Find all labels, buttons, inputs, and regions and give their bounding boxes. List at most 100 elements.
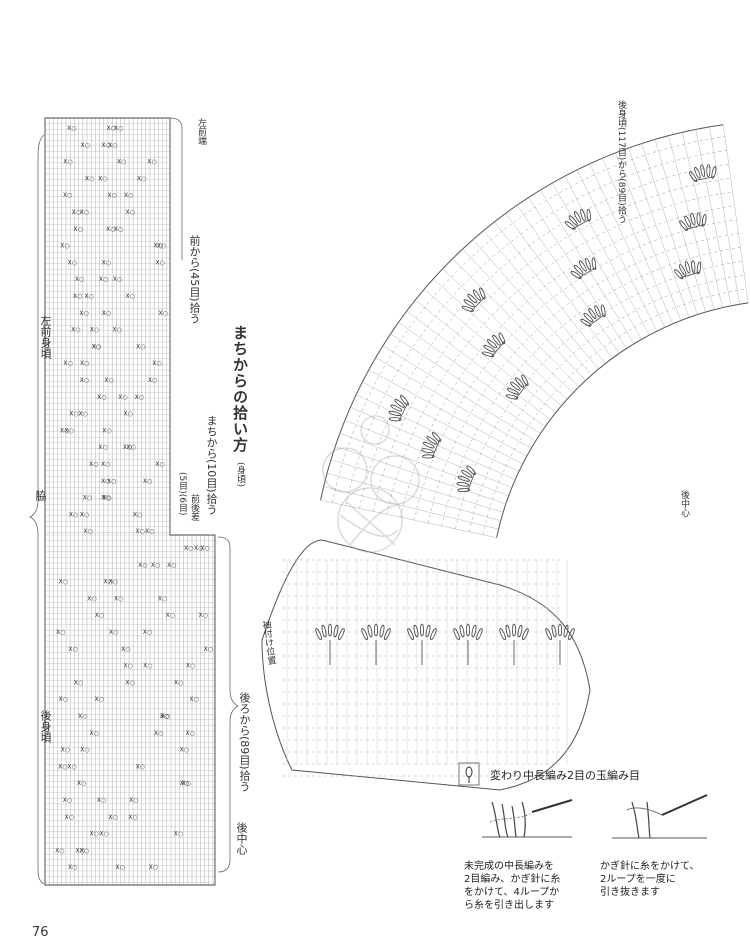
svg-text:X○: X○ <box>90 327 99 334</box>
sleeve-fan-motif <box>453 623 483 665</box>
svg-text:X○: X○ <box>158 310 167 317</box>
section-title: まちからの拾い方 <box>231 325 249 453</box>
svg-text:X○: X○ <box>161 713 170 720</box>
svg-text:X○: X○ <box>166 612 175 619</box>
svg-text:X○: X○ <box>69 411 78 418</box>
svg-text:X○: X○ <box>80 360 89 367</box>
svg-text:X○: X○ <box>109 579 118 586</box>
svg-text:X○: X○ <box>73 293 82 300</box>
svg-text:X○: X○ <box>74 679 83 686</box>
svg-text:X○: X○ <box>123 663 132 670</box>
svg-text:X○: X○ <box>63 192 72 199</box>
svg-text:X○: X○ <box>97 394 106 401</box>
svg-text:X○: X○ <box>154 730 163 737</box>
svg-text:X○: X○ <box>143 663 152 670</box>
svg-text:X○: X○ <box>60 427 69 434</box>
svg-text:X○: X○ <box>113 276 122 283</box>
svg-text:X○: X○ <box>149 864 158 871</box>
svg-text:X○: X○ <box>59 579 68 586</box>
svg-text:X○: X○ <box>186 663 195 670</box>
caption-right-line-1: かぎ針に糸をかけて、 <box>600 861 700 872</box>
svg-text:X○: X○ <box>89 730 98 737</box>
legend-illustration-left <box>482 799 573 838</box>
svg-text:X○: X○ <box>97 797 106 804</box>
svg-text:X○: X○ <box>184 545 193 552</box>
svg-text:X○: X○ <box>55 847 64 854</box>
label-front-back: 前後差 <box>189 494 199 521</box>
svg-text:X○: X○ <box>118 394 127 401</box>
legend-caption-right: かぎ針に糸をかけて、 2ループを一度に 引き抜きます <box>600 860 740 899</box>
legend-illustration-right <box>612 794 708 839</box>
svg-text:X○: X○ <box>117 159 126 166</box>
svg-text:X○: X○ <box>154 243 163 250</box>
svg-text:X○: X○ <box>125 679 134 686</box>
svg-text:X○: X○ <box>92 343 101 350</box>
fan-motif <box>388 395 409 422</box>
svg-text:X○: X○ <box>148 377 157 384</box>
svg-text:X○: X○ <box>106 125 115 132</box>
svg-text:X○: X○ <box>68 259 77 266</box>
svg-text:X○: X○ <box>114 595 123 602</box>
svg-text:X○: X○ <box>114 125 123 132</box>
svg-text:X○: X○ <box>104 377 113 384</box>
fan-motif <box>570 257 597 279</box>
svg-text:X○: X○ <box>80 209 89 216</box>
svg-text:X○: X○ <box>135 394 144 401</box>
svg-text:X○: X○ <box>108 814 117 821</box>
svg-text:X○: X○ <box>63 797 72 804</box>
svg-text:X○: X○ <box>63 360 72 367</box>
yoke-mesh <box>320 124 749 538</box>
svg-text:X○: X○ <box>107 478 116 485</box>
svg-text:X○: X○ <box>61 747 70 754</box>
yoke-motifs <box>388 164 717 493</box>
svg-text:X○: X○ <box>126 209 135 216</box>
svg-text:X○: X○ <box>155 461 164 468</box>
legend-caption-left: 未完成の中長編みを 2目編み、かぎ針に糸 をかけて、4ループか ら糸を引き出しま… <box>464 860 594 912</box>
svg-text:X○: X○ <box>109 629 118 636</box>
fan-motif <box>565 208 591 230</box>
svg-text:X○: X○ <box>75 276 84 283</box>
fan-motif <box>689 164 717 183</box>
svg-text:X○: X○ <box>126 293 135 300</box>
svg-text:X○: X○ <box>95 696 104 703</box>
sleeve-fan-motif <box>499 623 529 665</box>
svg-text:X○: X○ <box>90 831 99 838</box>
svg-text:X○: X○ <box>80 847 89 854</box>
svg-text:X○: X○ <box>189 696 198 703</box>
svg-text:X○: X○ <box>181 780 190 787</box>
svg-text:X○: X○ <box>68 864 77 871</box>
left-bracket <box>29 134 45 885</box>
svg-text:X○: X○ <box>152 360 161 367</box>
svg-text:X○: X○ <box>60 243 69 250</box>
svg-text:X○: X○ <box>204 646 213 653</box>
svg-text:X○: X○ <box>145 528 154 535</box>
svg-text:X○: X○ <box>67 763 76 770</box>
svg-text:X○: X○ <box>129 797 138 804</box>
svg-text:X○: X○ <box>71 327 80 334</box>
svg-text:X○: X○ <box>137 175 146 182</box>
svg-text:X○: X○ <box>136 763 145 770</box>
sleeve-fan-motif <box>407 623 437 665</box>
fan-motif <box>679 212 707 231</box>
svg-text:X○: X○ <box>58 763 67 770</box>
svg-text:X○: X○ <box>83 495 92 502</box>
svg-text:X○: X○ <box>102 427 111 434</box>
svg-text:X○: X○ <box>136 343 145 350</box>
svg-text:X○: X○ <box>75 847 84 854</box>
caption-left-line-4: ら糸を引き出します <box>464 900 554 911</box>
caption-left-line-1: 未完成の中長編みを <box>464 861 554 872</box>
svg-text:X○: X○ <box>180 780 189 787</box>
svg-text:X○: X○ <box>87 595 96 602</box>
svg-text:X○: X○ <box>85 175 94 182</box>
label-front-edge: 左前端 <box>196 118 206 145</box>
svg-text:X○: X○ <box>77 780 86 787</box>
fan-motif <box>456 465 477 493</box>
svg-text:X○: X○ <box>101 478 110 485</box>
grid-lines <box>44 117 216 886</box>
label-left-front-body: 左前身頃 <box>39 315 52 359</box>
svg-text:X○: X○ <box>79 310 88 317</box>
svg-text:X○: X○ <box>143 478 152 485</box>
fan-motif <box>674 260 702 280</box>
svg-text:X○: X○ <box>194 545 203 552</box>
